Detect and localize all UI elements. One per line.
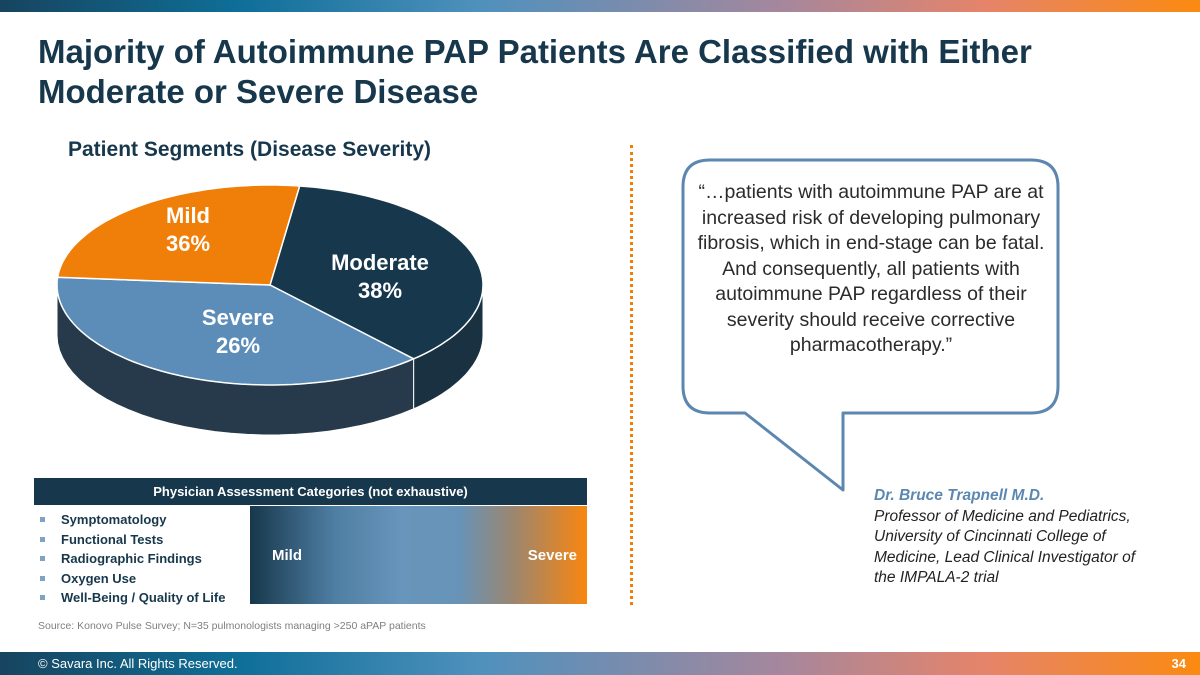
item-label: Well-Being / Quality of Life: [61, 590, 226, 606]
list-item: Functional Tests: [40, 530, 225, 550]
item-label: Functional Tests: [61, 531, 164, 547]
bullet-icon: [40, 536, 45, 542]
list-item: Oxygen Use: [40, 569, 225, 589]
bullet-icon: [40, 517, 45, 523]
quote-author: Dr. Bruce Trapnell M.D.: [874, 487, 1045, 504]
quote-text: “…patients with autoimmune PAP are at in…: [697, 181, 1045, 356]
top-gradient-bar: [0, 0, 1200, 12]
pie-slice-mild: [269, 185, 484, 360]
pie-slice-moderate: [56, 276, 416, 386]
source-note: Source: Konovo Pulse Survey; N=35 pulmon…: [38, 620, 426, 632]
page-title: Majority of Autoimmune PAP Patients Are …: [38, 33, 1032, 110]
list-item: Well-Being / Quality of Life: [40, 588, 225, 608]
pie-label-value: 38%: [358, 278, 402, 303]
pie-chart: Mild 36% Moderate 38% Severe 26%: [56, 184, 484, 436]
pie-slice-severe: [56, 184, 301, 286]
assessment-list: Symptomatology Functional Tests Radiogra…: [40, 510, 225, 608]
pie-label-category: Mild: [166, 203, 210, 228]
copyright: © Savara Inc. All Rights Reserved.: [38, 656, 238, 671]
chart-title: Patient Segments (Disease Severity): [68, 138, 431, 161]
pie-label-category: Severe: [202, 305, 274, 330]
pie-label-value: 26%: [216, 333, 260, 358]
bullet-icon: [40, 595, 45, 601]
scale-low-label: Mild: [272, 547, 302, 564]
list-item: Radiographic Findings: [40, 549, 225, 569]
pie-label-value: 36%: [166, 231, 210, 256]
page-number: 34: [1171, 656, 1186, 671]
assessment-heading: Physician Assessment Categories (not exh…: [34, 478, 587, 505]
bullet-icon: [40, 575, 45, 581]
bullet-icon: [40, 556, 45, 562]
severity-scale: Mild Severe: [250, 506, 587, 604]
item-label: Oxygen Use: [61, 570, 137, 586]
dotted-divider: [630, 145, 633, 605]
quote-attribution: Dr. Bruce Trapnell M.D. Professor of Med…: [874, 486, 1149, 589]
list-item: Symptomatology: [40, 510, 225, 530]
item-label: Symptomatology: [61, 512, 167, 528]
pie-label-category: Moderate: [331, 250, 429, 275]
quote-author-role: Professor of Medicine and Pediatrics, Un…: [874, 507, 1136, 587]
scale-high-label: Severe: [527, 547, 577, 564]
item-label: Radiographic Findings: [61, 551, 202, 567]
footer-bar: © Savara Inc. All Rights Reserved. 34: [0, 652, 1200, 675]
